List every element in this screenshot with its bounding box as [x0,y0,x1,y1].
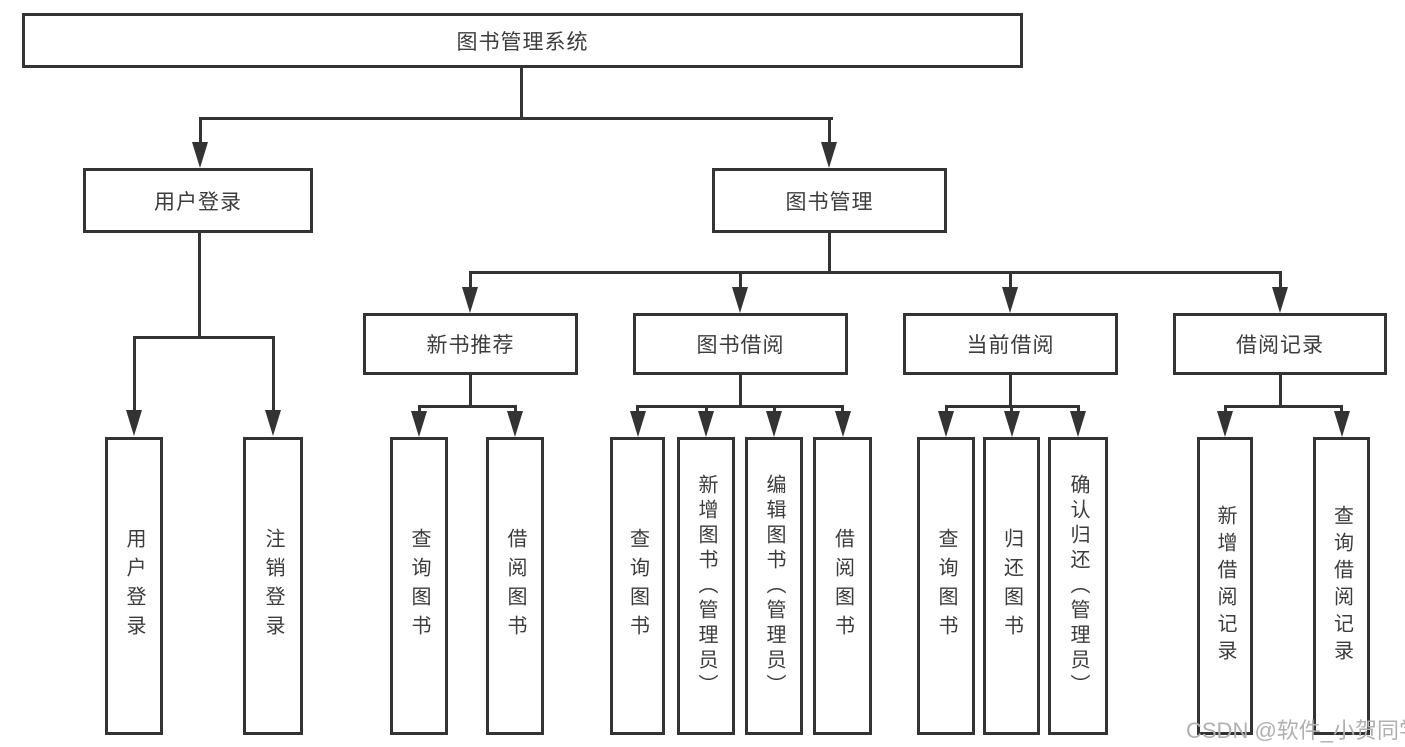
leaf-label: 查询图书 [935,528,957,644]
leaf-logout: 注销登录 [243,437,303,735]
node-label: 新书推荐 [426,334,515,357]
connector-line [841,405,844,413]
connector-line [1077,405,1080,413]
connector-line [1010,405,1013,413]
connector-line [418,405,421,413]
leaf-label: 编辑图书（管理员） [763,473,785,699]
connector-line [636,405,639,413]
arrow-down-icon [126,410,142,436]
arrow-down-icon [698,411,714,437]
connector-line [199,117,833,120]
arrow-down-icon [1217,411,1233,437]
node-label: 借阅记录 [1236,334,1324,357]
arrow-down-icon [1272,287,1288,313]
leaf-borrow-books-1: 借阅图书 [486,437,544,735]
leaf-label: 用户登录 [123,528,145,644]
leaf-return-books: 归还图书 [983,437,1040,735]
connector-line [739,271,742,289]
connector-line [133,336,136,414]
arrow-down-icon [462,287,478,313]
leaf-label: 查询图书 [626,528,649,644]
connector-line [828,117,831,144]
connector-line [520,68,523,120]
connector-line [198,231,201,339]
connector-line [469,271,1282,274]
leaf-user-login: 用户登录 [105,437,163,735]
node-user-login: 用户登录 [83,168,313,233]
node-label: 当前借阅 [966,334,1055,357]
connector-line [469,373,472,407]
leaf-label: 新增图书（管理员） [695,473,717,699]
leaf-label: 归还图书 [1000,528,1023,644]
node-current-borrowing: 当前借阅 [903,313,1118,375]
connector-line [1279,271,1282,289]
arrow-down-icon [507,411,523,437]
connector-line [418,405,517,408]
node-new-book-recommend: 新书推荐 [363,313,578,375]
leaf-borrow-books-2: 借阅图书 [813,437,872,735]
leaf-query-books-1: 查询图书 [390,437,448,735]
node-label: 图书管理 [785,190,874,214]
arrow-down-icon [732,287,748,313]
connector-line [705,405,708,413]
leaf-confirm-return-admin: 确认归还（管理员） [1048,437,1108,735]
connector-line [272,336,275,414]
leaf-add-books-admin: 新增图书（管理员） [677,437,735,735]
connector-line [514,405,517,413]
connector-line [636,405,844,408]
arrow-down-icon [835,411,851,437]
arrow-down-icon [1002,287,1018,313]
node-book-borrowing: 图书借阅 [633,313,848,375]
leaf-label: 查询图书 [408,528,430,644]
leaf-query-books-3: 查询图书 [917,437,975,735]
node-label: 用户登录 [154,190,242,214]
arrow-down-icon [630,411,646,437]
arrow-down-icon [766,411,782,437]
leaf-label: 查询借阅记录 [1330,505,1353,667]
leaf-label: 新增借阅记录 [1214,505,1236,667]
node-book-management-system: 图书管理系统 [22,13,1023,68]
connector-line [1009,373,1012,407]
connector-line [1009,271,1012,289]
connector-line [1224,405,1343,408]
arrow-down-icon [1334,411,1350,437]
node-book-management: 图书管理 [712,168,947,233]
leaf-label: 注销登录 [262,528,284,644]
arrow-down-icon [192,142,208,168]
connector-line [469,271,472,289]
leaf-label: 确认归还（管理员） [1067,473,1089,699]
arrow-down-icon [265,410,281,436]
arrow-down-icon [1070,411,1086,437]
leaf-edit-books-admin: 编辑图书（管理员） [745,437,803,735]
leaf-query-borrow-record: 查询借阅记录 [1313,437,1370,735]
arrow-down-icon [938,411,954,437]
connector-line [1340,405,1343,413]
connector-line [133,336,275,339]
connector-line [199,117,202,144]
connector-line [1279,373,1282,407]
connector-line [773,405,776,413]
node-label: 图书借阅 [696,334,785,357]
connector-line [945,405,948,413]
node-borrowing-records: 借阅记录 [1173,313,1387,375]
node-label: 图书管理系统 [456,30,589,54]
connector-line [828,231,831,274]
arrow-down-icon [411,411,427,437]
leaf-label: 借阅图书 [831,528,854,644]
arrow-down-icon [821,142,837,168]
leaf-label: 借阅图书 [504,528,526,644]
csdn-watermark: CSDN @软件_小贺同学 [1186,718,1405,743]
leaf-query-books-2: 查询图书 [610,437,665,735]
connector-line [739,373,742,407]
leaf-add-borrow-record: 新增借阅记录 [1197,437,1253,735]
arrow-down-icon [1004,411,1020,437]
connector-line [1224,405,1227,413]
